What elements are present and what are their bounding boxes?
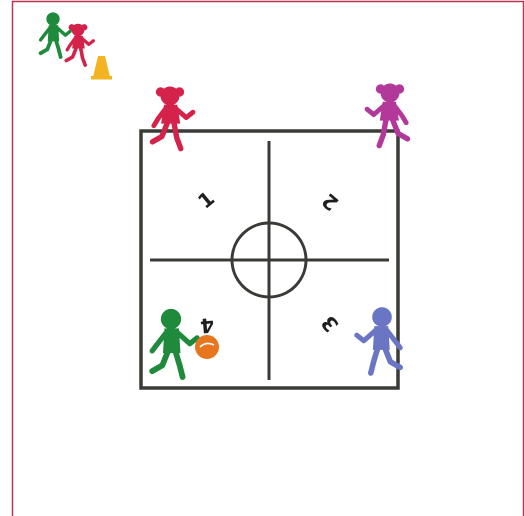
quadrant-label-1: 1 bbox=[193, 186, 219, 213]
quadrant-label-2: 2 bbox=[317, 188, 343, 215]
quadrant-label-3: 3 bbox=[316, 311, 343, 337]
figure-icon bbox=[41, 13, 70, 57]
figure-icon bbox=[152, 310, 197, 377]
quadrant-label-4: 4 bbox=[199, 313, 215, 338]
cone-icon bbox=[91, 56, 112, 80]
figure-icon bbox=[367, 84, 408, 145]
figure-icon bbox=[357, 308, 400, 373]
ball-icon bbox=[195, 335, 219, 359]
figure-icon bbox=[152, 87, 193, 148]
